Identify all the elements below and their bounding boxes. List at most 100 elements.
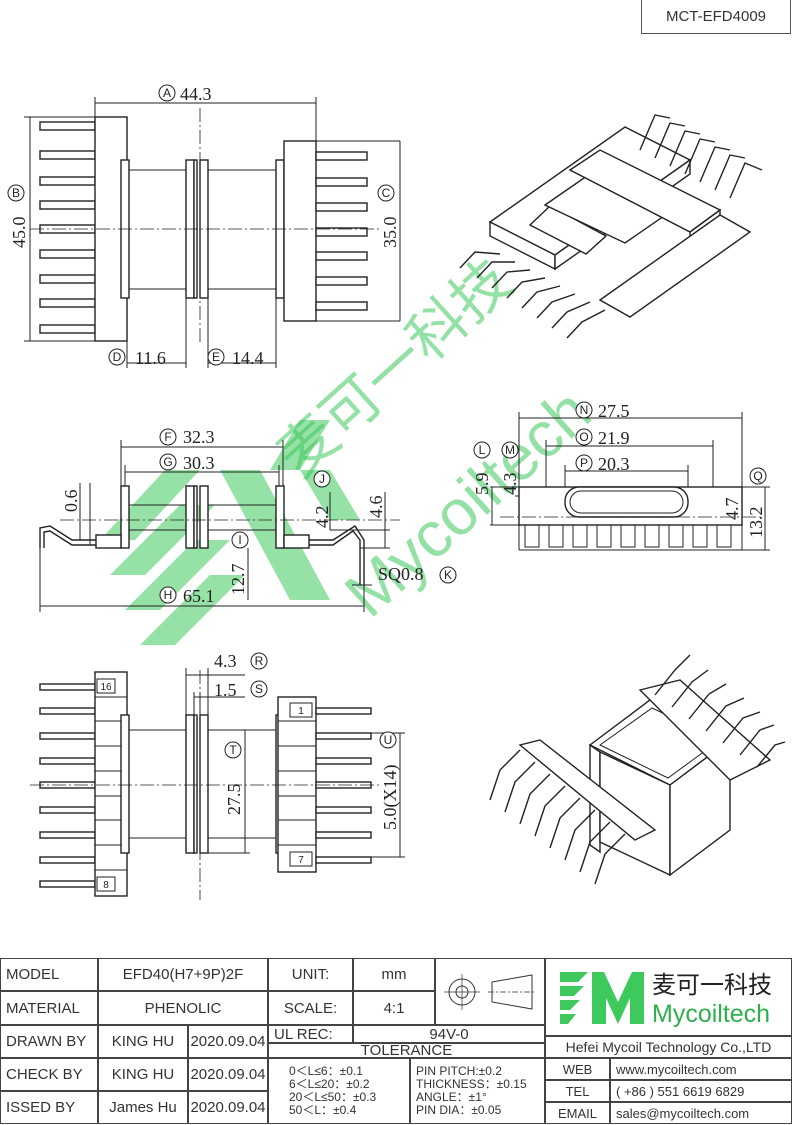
dim-p-value: 20.3: [598, 454, 630, 474]
technical-drawing: 麦可一科技 Mycoiltech: [7, 84, 786, 900]
check-by-name: KING HU: [98, 1058, 188, 1091]
dim-t-letter: T: [229, 743, 237, 757]
tolerance-line-1: 0＜L≤6：±0.1: [289, 1064, 363, 1078]
scale-label: SCALE:: [268, 991, 353, 1025]
ul-rec-label: UL REC:: [268, 1025, 353, 1043]
pin-number-1: 1: [298, 706, 304, 717]
dim-g-letter: G: [163, 455, 172, 469]
tel-label: TEL: [545, 1080, 610, 1102]
dim-p-letter: P: [580, 456, 588, 470]
tolerance-specs: PIN PITCH:±0.2 THICKNESS：±0.15 ANGLE：±1°…: [410, 1058, 545, 1124]
dim-g-value: 30.3: [183, 453, 215, 473]
mycoiltech-logo-icon: [560, 972, 644, 1024]
dim-o-value: 21.9: [598, 428, 630, 448]
dim-s-letter: S: [255, 682, 263, 696]
dim-t-value: 27.5: [224, 784, 244, 816]
logo-latin-text: Mycoiltech: [652, 1000, 771, 1028]
pin-dia-tolerance: PIN DIA：±0.05: [416, 1103, 502, 1117]
title-block: MODEL EFD40(H7+9P)2F UNIT: mm MATERIAL P…: [0, 958, 792, 1124]
dim-n-value: 27.5: [598, 401, 630, 421]
dim-l-letter: L: [479, 443, 486, 457]
dim-s-value: 1.5: [214, 680, 237, 700]
dim-j-letter: J: [319, 472, 325, 486]
email-value[interactable]: sales@mycoiltech.com: [610, 1102, 792, 1124]
pin-number-16: 16: [100, 682, 112, 693]
unit-label: UNIT:: [268, 958, 353, 991]
dim-d-letter: D: [113, 350, 122, 364]
dim-h-value: 65.1: [183, 586, 215, 606]
model-value: EFD40(H7+9P)2F: [98, 958, 268, 991]
pin-number-8: 8: [103, 880, 109, 891]
check-by-label: CHECK BY: [0, 1058, 98, 1091]
pin-pitch-tolerance: PIN PITCH:±0.2: [416, 1064, 502, 1078]
material-label: MATERIAL: [0, 991, 98, 1025]
third-angle-projection-icon: [444, 973, 536, 1010]
dim-13-2-value: 13.2: [746, 507, 766, 539]
top-view: [24, 97, 401, 368]
check-by-date: 2020.09.04: [188, 1058, 268, 1091]
unit-value: mm: [353, 958, 435, 991]
issued-by-date: 2020.09.04: [188, 1091, 268, 1124]
end-view: [490, 412, 770, 551]
dim-b-value: 45.0: [9, 217, 29, 249]
dim-k-value: SQ0.8: [378, 564, 424, 584]
dim-q-value: 4.7: [722, 498, 742, 521]
dim-e-letter: E: [212, 350, 220, 364]
tolerance-line-4: 50＜L：±0.4: [289, 1103, 357, 1117]
dim-f-letter: F: [164, 430, 171, 444]
issued-by-label: ISSED BY: [0, 1091, 98, 1124]
dim-r-value: 4.3: [214, 651, 237, 671]
dim-u-letter: U: [384, 733, 393, 747]
web-label: WEB: [545, 1058, 610, 1080]
tolerance-label: TOLERANCE: [268, 1043, 545, 1058]
drawing-code: MCT-EFD4009: [641, 0, 791, 34]
dim-side-0-6: 0.6: [61, 490, 81, 513]
tel-value: ( +86 ) 551 6619 6829: [610, 1080, 792, 1102]
dim-f-value: 32.3: [183, 427, 215, 447]
dim-a-letter: A: [163, 86, 171, 100]
dim-side-4-6: 4.6: [366, 496, 386, 519]
dim-i-value: 12.7: [228, 564, 248, 596]
ul-rec-value: 94V-0: [353, 1025, 545, 1043]
dim-l-value: 5.9: [472, 473, 492, 496]
dim-m-letter: M: [505, 443, 515, 457]
tolerance-line-3: 20＜L≤50：±0.3: [289, 1090, 377, 1104]
drawn-by-label: DRAWN BY: [0, 1025, 98, 1058]
scale-value: 4:1: [353, 991, 435, 1025]
dim-c-value: 35.0: [380, 217, 400, 249]
dim-i-letter: I: [238, 533, 241, 547]
email-label: EMAIL: [545, 1102, 610, 1124]
bottom-view: [30, 668, 405, 900]
company-logo: 麦可一科技 Mycoiltech: [545, 958, 792, 1036]
dim-d-value: 11.6: [135, 348, 166, 368]
dim-o-letter: O: [579, 430, 588, 444]
angle-tolerance: ANGLE：±1°: [416, 1090, 487, 1104]
isometric-view-top: [459, 114, 763, 339]
logo-chinese-text: 麦可一科技: [652, 971, 772, 999]
dim-h-letter: H: [164, 588, 173, 602]
dim-b-letter: B: [12, 186, 20, 200]
side-view: [39, 440, 400, 612]
tolerance-ranges: 0＜L≤6：±0.1 6＜L≤20：±0.2 20＜L≤50：±0.3 50＜L…: [268, 1058, 410, 1124]
dim-u-value: 5.0(X14): [380, 765, 401, 831]
web-value[interactable]: www.mycoiltech.com: [610, 1058, 792, 1080]
dim-a-value: 44.3: [180, 84, 212, 104]
company-name: Hefei Mycoil Technology Co.,LTD: [545, 1036, 792, 1058]
dim-q-letter: Q: [753, 469, 762, 483]
issued-by-name: James Hu: [98, 1091, 188, 1124]
pin-number-7: 7: [298, 855, 304, 866]
projection-symbol: [435, 958, 545, 1025]
drawn-by-name: KING HU: [98, 1025, 188, 1058]
tolerance-line-2: 6＜L≤20：±0.2: [289, 1077, 370, 1091]
dim-e-value: 14.4: [232, 348, 264, 368]
dim-j-value: 4.2: [312, 506, 332, 529]
thickness-tolerance: THICKNESS：±0.15: [416, 1077, 527, 1091]
dim-c-letter: C: [382, 186, 391, 200]
dim-m-value: 4.3: [500, 473, 520, 496]
dim-k-letter: K: [444, 568, 452, 582]
dim-n-letter: N: [580, 403, 589, 417]
material-value: PHENOLIC: [98, 991, 268, 1025]
dim-r-letter: R: [255, 654, 264, 668]
drawn-by-date: 2020.09.04: [188, 1025, 268, 1058]
model-label: MODEL: [0, 958, 98, 991]
